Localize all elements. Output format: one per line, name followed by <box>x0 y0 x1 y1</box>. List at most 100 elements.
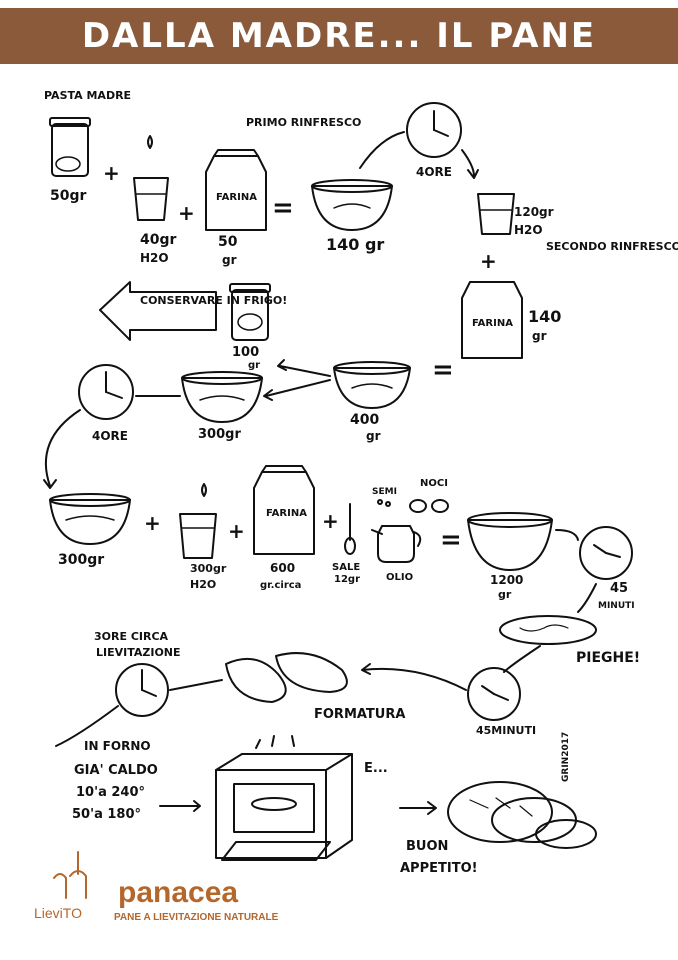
mole-antonelliana-logo <box>53 851 87 899</box>
panacea-logo: panacea <box>118 876 238 909</box>
equals-sign: = <box>272 193 294 223</box>
flow-arrow <box>361 663 467 691</box>
flour1-amount: 50 <box>218 234 238 250</box>
flour-bag-icon <box>253 465 315 555</box>
panacea-tagline: PANE A LIEVITAZIONE NATURALE <box>114 912 279 923</box>
plus-sign: + <box>178 201 195 225</box>
bowl-icon <box>311 179 393 231</box>
title-banner: DALLA MADRE... IL PANE <box>0 8 678 64</box>
flour-bag-icon <box>461 281 523 359</box>
time3-unit: MINUTI <box>598 601 635 611</box>
bowl-icon <box>333 361 411 409</box>
secondo-rinfresco-label: SECONDO RINFRESCO <box>546 240 678 253</box>
bowl-icon <box>49 493 131 545</box>
noci-label: NOCI <box>420 478 448 489</box>
flow-arrow <box>503 645 541 673</box>
time3-label: 45 <box>610 581 628 596</box>
lievito-logo: LieviTO <box>34 905 82 921</box>
lievitazione2-label: LIEVITAZIONE <box>96 646 181 659</box>
oil-jug-icon <box>371 525 422 563</box>
flour-label: FARINA <box>266 508 307 519</box>
water-glass-icon <box>477 193 515 235</box>
pasta-madre-label: PASTA MADRE <box>44 89 131 102</box>
bread-loaves-icon <box>447 781 597 849</box>
result3-unit: gr <box>498 588 512 601</box>
result2: 400 <box>350 412 379 428</box>
plus-sign: + <box>103 161 120 185</box>
forno2-label: GIA' CALDO <box>74 763 158 778</box>
conservare-arrow-icon <box>99 281 217 341</box>
time2-label: 4ORE <box>92 429 128 443</box>
jar-amount: 100 <box>232 345 259 360</box>
conservare-label: CONSERVARE IN FRIGO! <box>140 294 287 307</box>
dough-icon <box>499 615 597 645</box>
water2-amount: 120gr <box>514 205 554 219</box>
appetito-label: APPETITO! <box>400 861 478 876</box>
water2-unit: H2O <box>514 223 543 237</box>
page-title: DALLA MADRE... IL PANE <box>81 16 597 56</box>
plus-sign: + <box>480 249 497 273</box>
water3-amount: 300gr <box>190 562 227 575</box>
sale-amount: 12gr <box>334 574 360 585</box>
water1-unit: H2O <box>140 251 169 265</box>
result2-unit: gr <box>366 429 381 443</box>
time4-label: 45MINUTI <box>476 724 536 737</box>
flow-arrow <box>277 359 331 377</box>
flow-arrow <box>159 800 201 812</box>
forno1-label: IN FORNO <box>84 739 151 753</box>
time1-label: 4ORE <box>416 165 452 179</box>
semi-label: SEMI <box>372 487 397 497</box>
flour-label: FARINA <box>472 318 513 329</box>
flow-arrow <box>263 379 331 401</box>
flow-arrow <box>399 801 437 815</box>
flow-arrow <box>555 529 579 541</box>
primo-rinfresco-label: PRIMO RINFRESCO <box>246 116 361 129</box>
buon-label: BUON <box>406 839 448 854</box>
flour-bag-icon <box>205 149 267 231</box>
flour2-amount: 140 <box>528 307 561 326</box>
spoon-icon <box>344 503 356 555</box>
result1: 140 gr <box>326 235 384 254</box>
lievitazione1-label: 3ORE CIRCA <box>94 630 169 643</box>
clock-icon <box>467 667 521 721</box>
bowl300a-label: 300gr <box>198 427 241 442</box>
clock-icon <box>78 364 134 420</box>
formatura-label: FORMATURA <box>314 707 405 722</box>
clock-icon <box>579 526 633 580</box>
signature: GRIN2017 <box>561 732 571 782</box>
flow-arrow <box>577 583 597 613</box>
bowl-icon <box>467 512 553 571</box>
equals-sign: = <box>432 355 454 385</box>
bowl-icon <box>181 371 263 423</box>
water-glass-icon <box>133 135 169 221</box>
clock-icon <box>406 102 462 158</box>
oven-icon <box>215 735 353 861</box>
water-glass-icon <box>179 483 217 559</box>
pieghe-label: PIEGHE! <box>576 650 640 666</box>
sale-label: SALE <box>332 562 360 573</box>
nuts-icon <box>377 499 449 513</box>
flour1-unit: gr <box>222 253 237 267</box>
jar-unit: gr <box>248 360 260 371</box>
forno4-label: 50'a 180° <box>72 807 141 822</box>
jar-icon <box>229 283 271 341</box>
olio-label: OLIO <box>386 572 413 583</box>
equals-sign: = <box>440 525 462 555</box>
flow-arrow <box>461 149 479 179</box>
flow-line <box>169 679 223 691</box>
clock-icon <box>115 663 169 717</box>
flour-label: FARINA <box>216 192 257 203</box>
flow-arrow <box>43 409 81 489</box>
water1-amount: 40gr <box>140 232 177 248</box>
flour3-unit: gr.circa <box>260 580 301 591</box>
result3: 1200 <box>490 573 523 587</box>
plus-sign: + <box>322 509 339 533</box>
pasta-amount: 50gr <box>50 188 87 204</box>
flour3-amount: 600 <box>270 561 295 575</box>
water3-unit: H2O <box>190 578 216 591</box>
bowl300b-label: 300gr <box>58 552 104 568</box>
flour2-unit: gr <box>532 329 547 343</box>
jar-icon <box>49 117 91 177</box>
flow-arrow <box>359 131 405 169</box>
